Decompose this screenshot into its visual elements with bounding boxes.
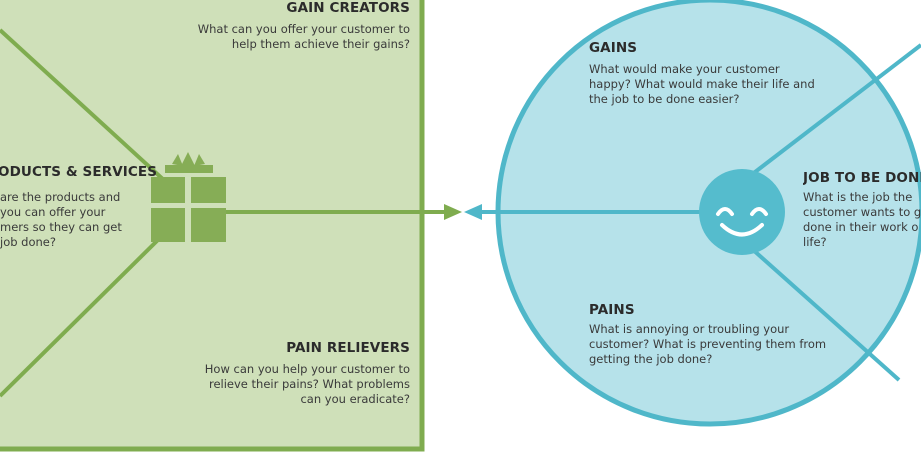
product-fit-arrowhead bbox=[444, 204, 462, 220]
product-map-divider-bottom bbox=[0, 230, 168, 398]
gains-title: GAINS bbox=[589, 40, 638, 56]
job-to-be-done-line: customer wants to g bbox=[803, 205, 921, 219]
product-map-divider-top bbox=[0, 28, 168, 184]
pain-relievers-title: PAIN RELIEVERS bbox=[286, 340, 410, 356]
job-to-be-done-line: done in their work o bbox=[803, 220, 919, 234]
job-to-be-done-line: life? bbox=[803, 235, 827, 249]
pains-text: What is annoying or troubling your custo… bbox=[589, 322, 827, 366]
gift-icon bbox=[151, 152, 226, 242]
customer-profile-divider-top bbox=[740, 43, 921, 184]
products-services-title: ODUCTS & SERVICES bbox=[0, 164, 158, 180]
products-services-line: you can offer your bbox=[0, 205, 106, 219]
job-to-be-done-title: JOB TO BE DONE bbox=[803, 170, 921, 186]
products-services-text: are the products and you can offer your … bbox=[0, 190, 140, 250]
job-to-be-done-line: What is the job the bbox=[803, 190, 913, 204]
gains-text: What would make your customer happy? Wha… bbox=[589, 62, 815, 106]
pains-title: PAINS bbox=[589, 302, 635, 318]
gain-creators-title: GAIN CREATORS bbox=[286, 0, 410, 16]
smiley-face-icon bbox=[699, 169, 785, 255]
customer-profile-divider-bottom bbox=[740, 238, 901, 382]
gain-creators-text: What can you offer your customer to help… bbox=[197, 22, 410, 51]
products-services-line: mers so they can get bbox=[0, 220, 122, 234]
job-to-be-done-text: What is the job the customer wants to g … bbox=[803, 190, 921, 250]
pain-relievers-text: How can you help your customer to reliev… bbox=[204, 362, 410, 406]
customer-fit-arrowhead bbox=[464, 204, 482, 220]
products-services-line: job done? bbox=[0, 235, 56, 249]
products-services-line: are the products and bbox=[0, 190, 121, 204]
